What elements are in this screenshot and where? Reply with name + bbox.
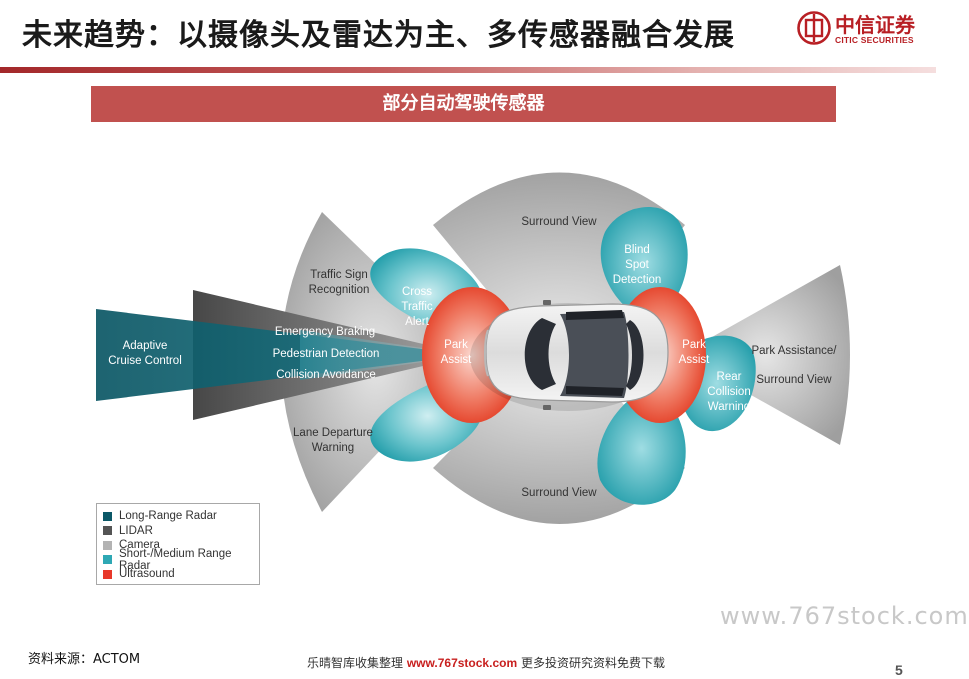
adaptive-cruise-label-2: Cruise Control bbox=[108, 355, 182, 367]
legend-swatch bbox=[103, 511, 112, 521]
park-assist-front-label-2: Assist bbox=[441, 354, 472, 366]
rear-collision-label-1: Rear bbox=[717, 371, 742, 383]
sensor-legend: Long-Range Radar LIDAR Camera Short-/Med… bbox=[96, 503, 260, 585]
legend-item-short-medium-radar: Short-/Medium Range Radar bbox=[103, 548, 259, 572]
page-title: 未来趋势：以摄像头及雷达为主、多传感器融合发展 bbox=[22, 18, 735, 53]
park-assist-rear-label-2: Assist bbox=[679, 354, 710, 366]
footer-note: 乐晴智库收集整理 www.767stock.com 更多投资研究资料免费下载 bbox=[307, 654, 665, 671]
park-assistance-label-2: Surround View bbox=[756, 374, 832, 386]
rear-surround-view-zone bbox=[680, 265, 850, 445]
legend-item-lidar: LIDAR bbox=[103, 524, 259, 539]
blind-spot-label-1: Blind bbox=[624, 244, 650, 256]
blind-spot-label-2: Spot bbox=[625, 259, 649, 271]
legend-swatch bbox=[103, 526, 112, 536]
logo-name-en: CITIC SECURITIES bbox=[835, 35, 914, 45]
adaptive-cruise-label-1: Adaptive bbox=[123, 340, 168, 352]
legend-swatch bbox=[103, 555, 112, 565]
citic-logo: 中信证券 CITIC SECURITIES bbox=[797, 8, 929, 48]
park-assist-front-label-1: Park bbox=[444, 339, 468, 351]
legend-label: Camera bbox=[119, 539, 160, 552]
logo-name-cn: 中信证券 bbox=[835, 13, 915, 37]
rear-collision-label-3: Warning bbox=[708, 401, 750, 413]
rear-collision-label-2: Collision bbox=[707, 386, 750, 398]
legend-item-camera: Camera bbox=[103, 538, 259, 553]
legend-label: Ultrasound bbox=[119, 568, 175, 581]
lane-departure-label-1: Lane Departure bbox=[293, 427, 373, 439]
footer-note-prefix: 乐晴智库收集整理 bbox=[307, 656, 404, 670]
traffic-sign-label-2: Recognition bbox=[309, 284, 370, 296]
source-note: 资料来源：ACTOM bbox=[28, 652, 141, 667]
legend-label: Short-/Medium Range Radar bbox=[119, 547, 232, 572]
surround-view-bottom-label: Surround View bbox=[521, 487, 597, 499]
footer-site-link[interactable]: www.767stock.com bbox=[406, 656, 518, 670]
collision-avoidance-label: Collision Avoidance bbox=[276, 369, 376, 381]
legend-label: Long-Range Radar bbox=[119, 510, 217, 523]
cross-traffic-label-2: Traffic bbox=[401, 301, 433, 313]
park-assistance-label-1: Park Assistance/ bbox=[751, 345, 837, 357]
pedestrian-detection-label: Pedestrian Detection bbox=[273, 348, 380, 360]
long-range-radar-beam bbox=[96, 309, 470, 401]
traffic-sign-label-1: Traffic Sign bbox=[310, 269, 368, 281]
blind-spot-label-3: Detection bbox=[613, 274, 662, 286]
sensor-diagram: Surround View Surround View Traffic Sign… bbox=[96, 172, 850, 524]
legend-item-ultrasound: Ultrasound bbox=[103, 567, 259, 582]
surround-view-top-label: Surround View bbox=[521, 216, 597, 228]
legend-item-long-range-radar: Long-Range Radar bbox=[103, 509, 259, 524]
cross-traffic-label-1: Cross bbox=[402, 286, 432, 298]
watermark: www.767stock.com bbox=[720, 602, 969, 630]
diagram-banner: 部分自动驾驶传感器 bbox=[91, 86, 836, 122]
legend-swatch bbox=[103, 540, 112, 550]
car-icon bbox=[470, 300, 669, 411]
emergency-braking-label: Emergency Braking bbox=[275, 326, 375, 338]
citic-seal-icon bbox=[797, 11, 831, 45]
header-divider bbox=[0, 67, 936, 73]
cross-traffic-label-3: Alert bbox=[405, 316, 429, 328]
park-assist-rear-label-1: Park bbox=[682, 339, 706, 351]
footer-note-suffix: 更多投资研究资料免费下载 bbox=[520, 656, 665, 670]
lane-departure-label-2: Warning bbox=[312, 442, 354, 454]
page-number: 5 bbox=[895, 662, 903, 678]
legend-label: LIDAR bbox=[119, 524, 153, 537]
legend-swatch bbox=[103, 569, 112, 579]
